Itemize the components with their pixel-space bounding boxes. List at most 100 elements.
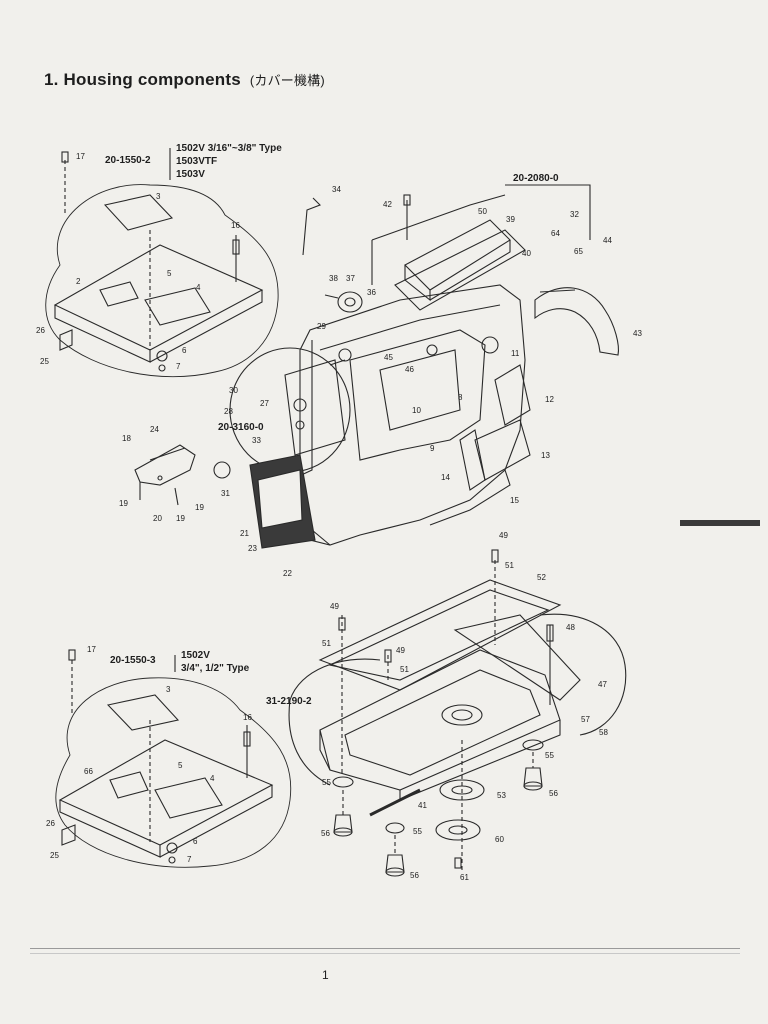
callout-brackets <box>169 148 591 672</box>
callout-label: 51 <box>505 561 514 570</box>
small-bracket-assembly <box>134 444 196 506</box>
scan-edge-mark <box>680 520 760 526</box>
callout-label: 56 <box>321 829 330 838</box>
oil-pan-code: 31-2190-2 <box>266 696 312 707</box>
callout-label: 10 <box>412 406 421 415</box>
callout-label: 31 <box>221 489 230 498</box>
machine-housing <box>294 284 526 546</box>
callout-label: 19 <box>195 503 204 512</box>
callout-label: 22 <box>283 569 292 578</box>
face-plate-code: 20-3160-0 <box>218 422 264 433</box>
lower-plate-code: 20-1550-3 <box>110 655 156 666</box>
callout-label: 6 <box>182 346 187 355</box>
callout-label: 57 <box>581 715 590 724</box>
rubber-feet <box>332 739 544 877</box>
footer-rule-secondary <box>30 953 740 954</box>
oil-pan-assembly <box>288 549 627 801</box>
callout-label: 3 <box>156 192 161 201</box>
thread-guide-rod <box>302 197 321 256</box>
callout-label: 7 <box>176 362 181 371</box>
top-cover <box>394 194 526 311</box>
callout-label: 45 <box>384 353 393 362</box>
callout-label: 13 <box>541 451 550 460</box>
callout-label: 6 <box>193 837 198 846</box>
callout-label: 55 <box>413 827 422 836</box>
callout-label: 5 <box>167 269 172 278</box>
callout-label: 38 <box>329 274 338 283</box>
face-plate-assembly <box>229 347 351 473</box>
callout-label: 40 <box>522 249 531 258</box>
callout-label: 19 <box>119 499 128 508</box>
callout-label: 15 <box>510 496 519 505</box>
callout-label: 27 <box>260 399 269 408</box>
callout-label: 61 <box>460 873 469 882</box>
callout-label: 43 <box>633 329 642 338</box>
upper-plate-model-2: 1503VTF <box>176 156 218 167</box>
callout-label: 49 <box>330 602 339 611</box>
upper-plate-code: 20-1550-2 <box>105 155 151 166</box>
callout-label: 49 <box>396 646 405 655</box>
callout-label: 48 <box>566 623 575 632</box>
callout-label: 11 <box>511 349 520 358</box>
upper-plate-model-1: 1502V 3/16"~3/8" Type <box>176 143 282 154</box>
callout-label: 41 <box>418 801 427 810</box>
callout-label: 17 <box>76 152 85 161</box>
page-title: 1. Housing components (カバー機構) <box>44 70 325 90</box>
page-number: 1 <box>322 968 329 982</box>
callout-label: 33 <box>252 436 261 445</box>
footer-rule <box>30 948 740 949</box>
lower-plate-model-2: 3/4", 1/2" Type <box>181 663 250 674</box>
callout-label: 51 <box>400 665 409 674</box>
section-title: Housing components <box>63 70 241 89</box>
callout-label: 46 <box>405 365 414 374</box>
callout-label: 47 <box>598 680 607 689</box>
callout-label: 26 <box>36 326 45 335</box>
callout-label: 16 <box>231 221 240 230</box>
callout-label: 16 <box>243 713 252 722</box>
callout-label: 64 <box>551 229 560 238</box>
section-number: 1. <box>44 70 59 89</box>
upper-plate-model-3: 1503V <box>176 169 205 180</box>
callout-label: 52 <box>537 573 546 582</box>
callout-label: 36 <box>367 288 376 297</box>
callout-label: 19 <box>176 514 185 523</box>
lower-plate-model-1: 1502V <box>181 650 210 661</box>
callout-label: 58 <box>599 728 608 737</box>
callout-label: 25 <box>50 851 59 860</box>
callout-label: 9 <box>430 444 435 453</box>
callout-label: 2 <box>76 277 81 286</box>
callout-label: 23 <box>248 544 257 553</box>
callout-label: 14 <box>441 473 450 482</box>
top-cover-code: 20-2080-0 <box>513 173 559 184</box>
callout-label: 55 <box>545 751 554 760</box>
callout-label: 66 <box>84 767 93 776</box>
belt-cover <box>534 287 619 356</box>
tension-assembly <box>324 291 363 313</box>
callout-label: 60 <box>495 835 504 844</box>
callout-label: 65 <box>574 247 583 256</box>
callout-label: 8 <box>458 393 463 402</box>
callout-label: 25 <box>40 357 49 366</box>
callout-label: 7 <box>187 855 192 864</box>
callout-label: 32 <box>570 210 579 219</box>
callout-label: 50 <box>478 207 487 216</box>
side-cover-right <box>459 364 531 491</box>
callout-label: 44 <box>603 236 612 245</box>
callout-label: 26 <box>46 819 55 828</box>
callout-label: 17 <box>87 645 96 654</box>
callout-label: 21 <box>240 529 249 538</box>
lower-needle-plate-assembly <box>55 649 292 868</box>
callout-label: 5 <box>178 761 183 770</box>
knob <box>213 461 231 479</box>
callout-label: 53 <box>497 791 506 800</box>
callout-label: 4 <box>196 283 201 292</box>
callout-label: 51 <box>322 639 331 648</box>
callout-label: 20 <box>153 514 162 523</box>
callout-label: 34 <box>332 185 341 194</box>
upper-needle-plate-assembly <box>45 151 279 378</box>
callout-label: 37 <box>346 274 355 283</box>
callout-label: 12 <box>545 395 554 404</box>
callout-label: 39 <box>506 215 515 224</box>
